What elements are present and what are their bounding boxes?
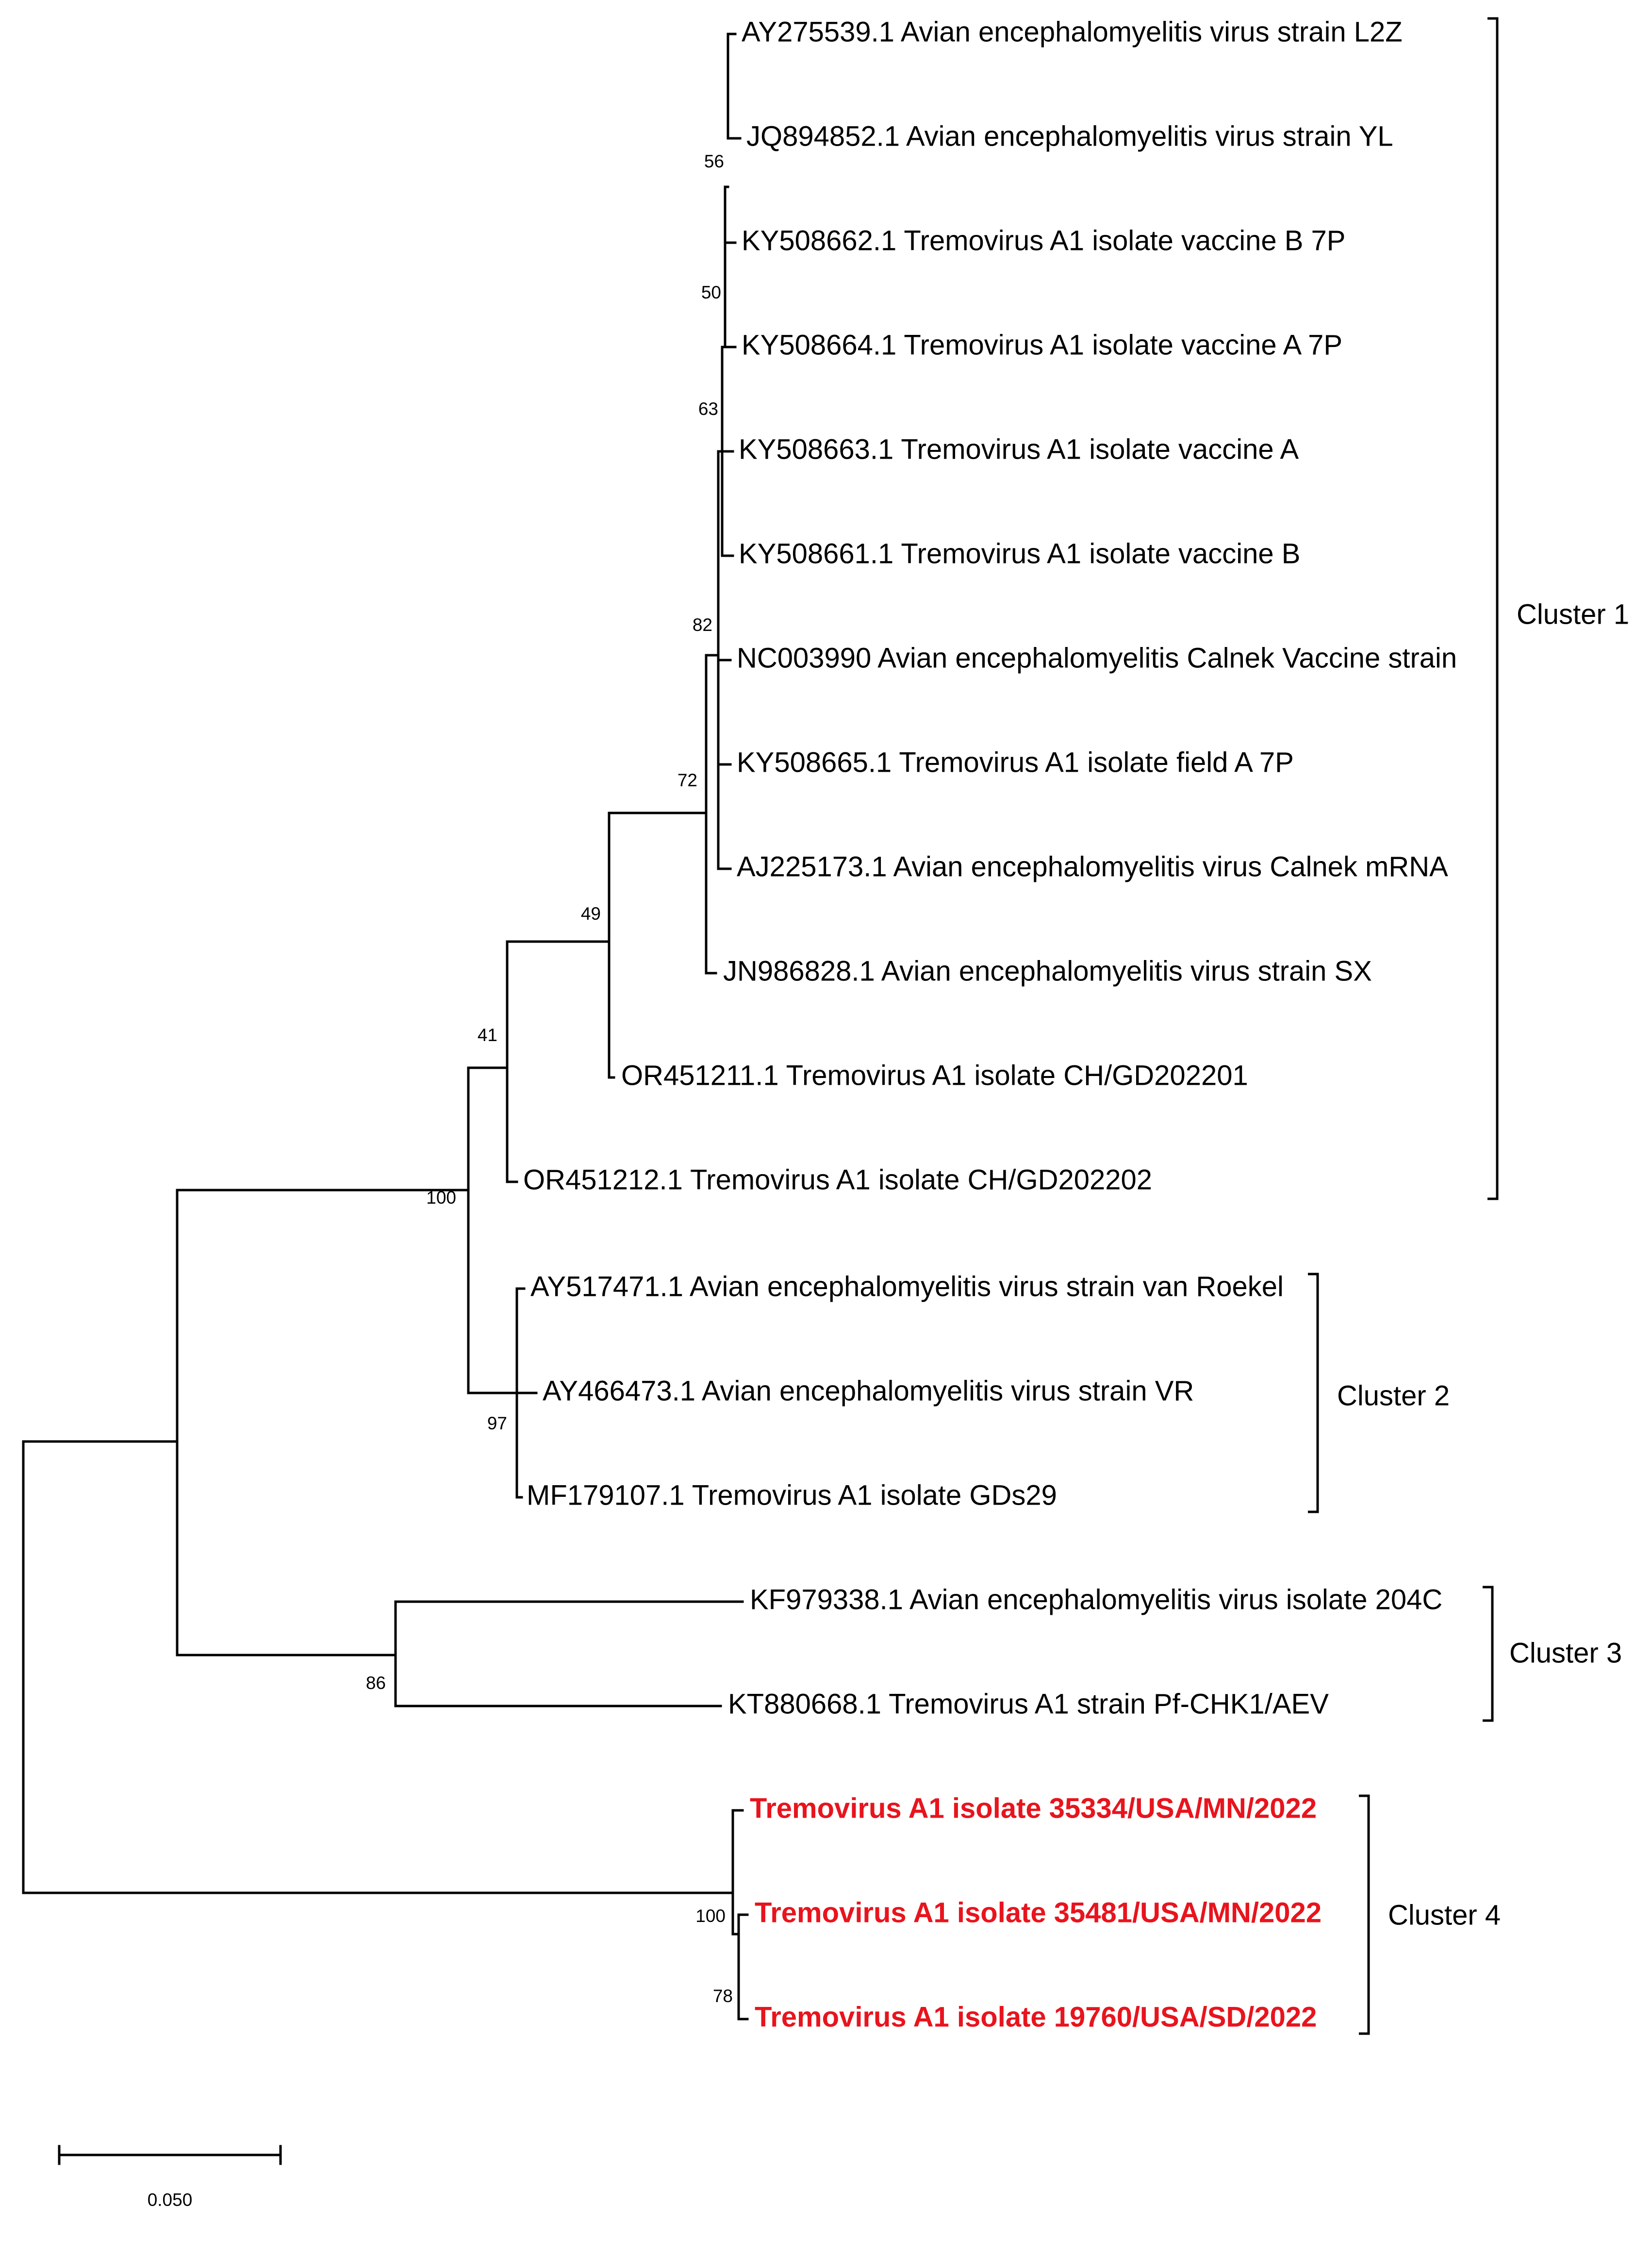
bootstrap-value: 56 bbox=[704, 151, 724, 171]
cluster-label: Cluster 4 bbox=[1388, 1899, 1501, 1931]
leaf-label: JQ894852.1 Avian encephalomyelitis virus… bbox=[746, 120, 1393, 152]
bootstrap-value: 49 bbox=[581, 904, 601, 924]
cluster-label: Cluster 2 bbox=[1337, 1380, 1450, 1411]
leaf-label: AY275539.1 Avian encephalomyelitis virus… bbox=[742, 16, 1403, 48]
cluster-bracket bbox=[1359, 1794, 1370, 2035]
scale-bar: 0.050 bbox=[58, 2145, 282, 2210]
leaf-label: KF979338.1 Avian encephalomyelitis virus… bbox=[750, 1584, 1442, 1615]
leaf-label: OR451211.1 Tremovirus A1 isolate CH/GD20… bbox=[621, 1060, 1248, 1091]
leaf-label: JN986828.1 Avian encephalomyelitis virus… bbox=[723, 955, 1372, 987]
leaf-label: AY517471.1 Avian encephalomyelitis virus… bbox=[530, 1271, 1284, 1302]
bootstrap-values: 56 50 63 82 72 49 41 100 97 86 100 78 bbox=[366, 151, 733, 2006]
leaf-label: AJ225173.1 Avian encephalomyelitis virus… bbox=[737, 851, 1448, 882]
bootstrap-value: 86 bbox=[366, 1673, 386, 1693]
bootstrap-value: 78 bbox=[713, 1986, 733, 2006]
leaf-label: AY466473.1 Avian encephalomyelitis virus… bbox=[543, 1375, 1194, 1407]
leaf-label: KT880668.1 Tremovirus A1 strain Pf-CHK1/… bbox=[728, 1688, 1329, 1720]
leaf-label: KY508664.1 Tremovirus A1 isolate vaccine… bbox=[742, 329, 1342, 361]
bootstrap-value: 50 bbox=[701, 282, 721, 302]
leaf-label: KY508662.1 Tremovirus A1 isolate vaccine… bbox=[742, 225, 1345, 256]
bootstrap-value: 97 bbox=[487, 1413, 507, 1433]
leaf-label: NC003990 Avian encephalomyelitis Calnek … bbox=[737, 642, 1457, 674]
cluster-label: Cluster 3 bbox=[1509, 1637, 1622, 1669]
leaf-label: KY508663.1 Tremovirus A1 isolate vaccine… bbox=[739, 433, 1299, 465]
tree-branches bbox=[22, 33, 749, 2021]
scale-bar-label: 0.050 bbox=[148, 2190, 193, 2210]
leaf-label: OR451212.1 Tremovirus A1 isolate CH/GD20… bbox=[523, 1164, 1152, 1195]
cluster-bracket bbox=[1308, 1273, 1319, 1513]
bootstrap-value: 100 bbox=[426, 1188, 456, 1208]
leaf-label: MF179107.1 Tremovirus A1 isolate GDs29 bbox=[527, 1479, 1057, 1511]
leaf-label-highlighted: Tremovirus A1 isolate 19760/USA/SD/2022 bbox=[755, 2001, 1317, 2033]
bootstrap-value: 63 bbox=[698, 399, 718, 419]
leaf-labels: AY275539.1 Avian encephalomyelitis virus… bbox=[523, 16, 1457, 2033]
cluster-label: Cluster 1 bbox=[1517, 598, 1629, 630]
leaf-label-highlighted: Tremovirus A1 isolate 35334/USA/MN/2022 bbox=[750, 1792, 1317, 1824]
leaf-label: KY508665.1 Tremovirus A1 isolate field A… bbox=[737, 746, 1294, 778]
bootstrap-value: 100 bbox=[695, 1906, 726, 1926]
leaf-label-highlighted: Tremovirus A1 isolate 35481/USA/MN/2022 bbox=[755, 1897, 1322, 1928]
bootstrap-value: 82 bbox=[693, 615, 712, 635]
leaf-label: KY508661.1 Tremovirus A1 isolate vaccine… bbox=[739, 538, 1300, 569]
cluster-brackets: Cluster 1 Cluster 2 Cluster 3 Cluster 4 bbox=[1308, 17, 1629, 2035]
cluster-bracket bbox=[1483, 1586, 1494, 1722]
cluster-bracket bbox=[1487, 17, 1499, 1200]
bootstrap-value: 41 bbox=[478, 1025, 497, 1045]
bootstrap-value: 72 bbox=[677, 770, 697, 790]
